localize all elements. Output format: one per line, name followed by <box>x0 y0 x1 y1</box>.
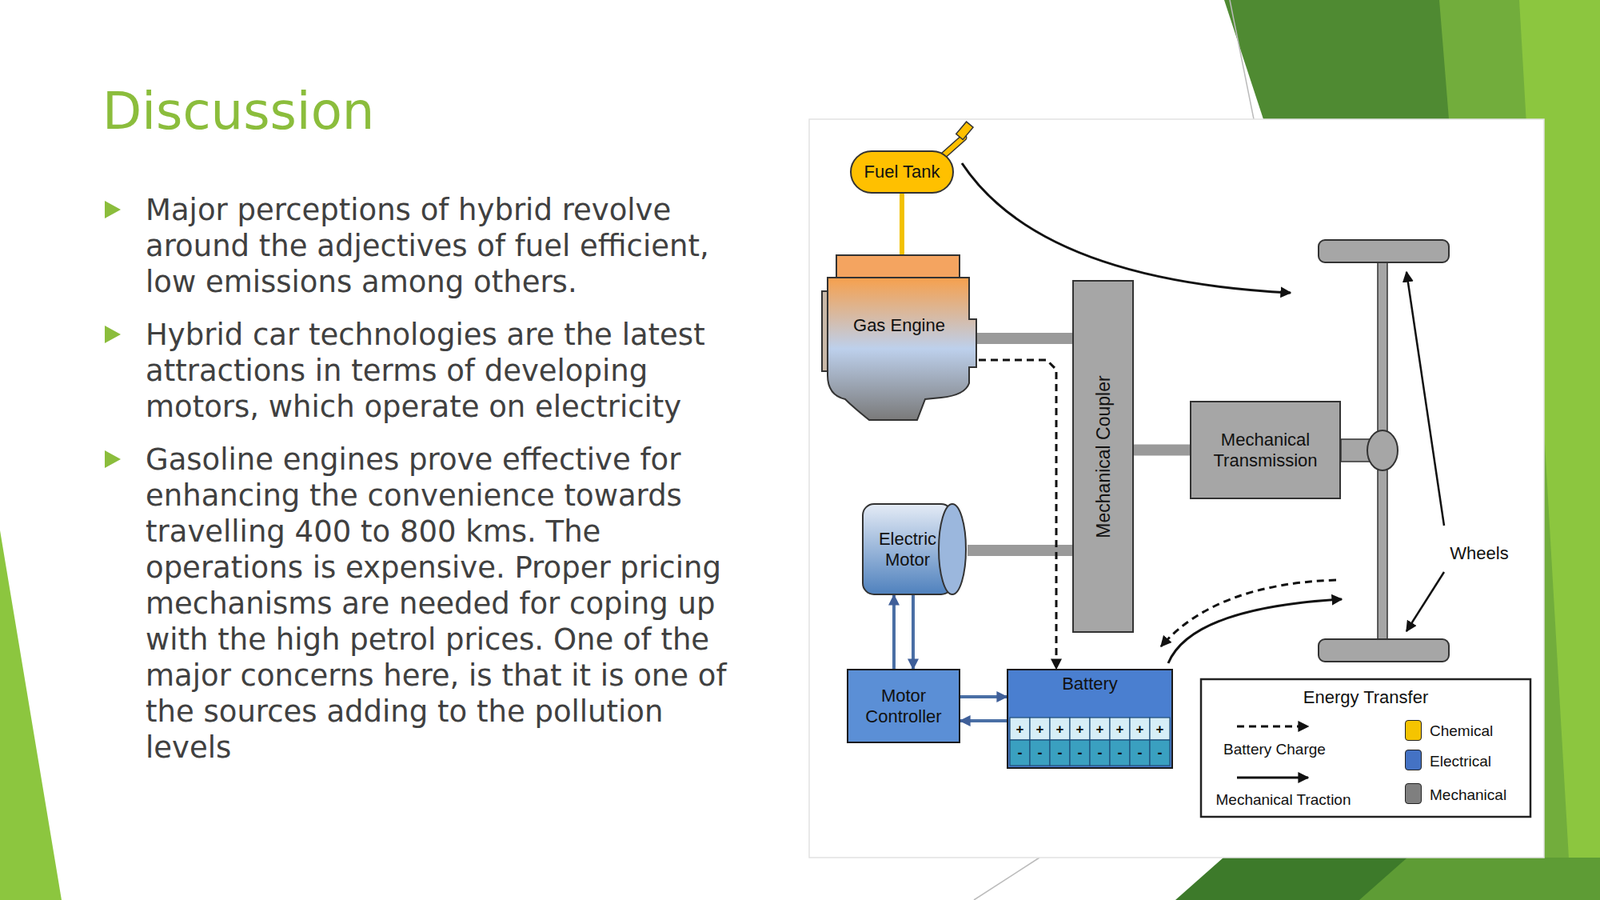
cell-polarity: - <box>1077 745 1083 760</box>
legend-title: Energy Transfer <box>1303 688 1429 707</box>
bullet-text: Gasoline engines prove effective for enh… <box>145 441 746 766</box>
legend-label: Chemical <box>1429 722 1493 739</box>
cell-polarity: + <box>1016 722 1025 736</box>
cell-polarity: + <box>1036 722 1045 736</box>
cell-polarity: + <box>1056 722 1065 736</box>
cell-polarity: + <box>1136 722 1145 736</box>
cell-polarity: + <box>1156 722 1165 736</box>
engine-outline <box>821 255 978 422</box>
battery-pack: Battery <box>1006 668 1174 769</box>
leader-arrow <box>1406 571 1445 631</box>
node-label: Motor Controller <box>848 685 959 727</box>
wheel <box>1318 239 1449 263</box>
bullet-text: Major perceptions of hybrid revolve arou… <box>145 191 746 300</box>
deco-line <box>973 857 1040 900</box>
mechanical-coupler: Mechanical Coupler <box>1072 279 1134 633</box>
wheel <box>1318 638 1449 662</box>
traction-arrow <box>961 163 1291 293</box>
cell-polarity: - <box>1057 745 1063 760</box>
shaft-link <box>967 544 1073 556</box>
legend-label: Battery Charge <box>1223 741 1326 757</box>
deco-shape <box>0 530 62 900</box>
flow-arrow <box>978 359 1057 669</box>
flow-arrow <box>960 718 1007 723</box>
slide-title: Discussion <box>102 83 375 140</box>
cell-polarity: - <box>1017 745 1023 760</box>
cell-polarity: - <box>1157 745 1163 760</box>
cell-polarity: - <box>1117 745 1123 760</box>
cell-polarity: - <box>1097 745 1103 760</box>
differential <box>1367 430 1398 471</box>
shaft-link <box>977 332 1073 344</box>
legend-swatch <box>1404 749 1422 771</box>
legend-box <box>1200 678 1531 817</box>
bullet-marker <box>104 200 121 219</box>
node-label: Battery <box>1061 673 1118 694</box>
flow-arrow <box>960 694 1007 699</box>
legend-swatch <box>1404 719 1422 741</box>
deco-shape <box>1359 857 1600 900</box>
cell-polarity: + <box>1096 722 1105 736</box>
electric-motor: Electric Motor <box>861 502 968 595</box>
gas-engine: Gas Engine <box>821 255 978 422</box>
deco-shape <box>1224 0 1472 120</box>
node-label: Gas Engine <box>853 315 946 336</box>
part-name: Wheels <box>1449 544 1509 563</box>
node-label: Mechanical Coupler <box>1092 375 1114 538</box>
flow-arrow <box>899 193 905 256</box>
bullet-marker <box>104 325 121 344</box>
legend-line-sample <box>1236 725 1309 728</box>
node-label: Fuel Tank <box>864 161 941 182</box>
cell-polarity: - <box>1137 745 1143 760</box>
fuel-tank: Fuel Tank <box>849 150 954 194</box>
leader-arrow <box>1406 271 1445 526</box>
flow-arrow <box>892 594 896 669</box>
fuel-nozzle <box>956 121 974 140</box>
node-label: Electric Motor <box>866 528 949 570</box>
bullet-text: Hybrid car technologies are the latest a… <box>145 316 746 425</box>
shaft-link <box>1133 444 1190 456</box>
deco-line <box>1229 0 1254 120</box>
figure-panel <box>809 119 1545 858</box>
legend-swatch <box>1404 782 1422 804</box>
legend-line-sample <box>1236 776 1309 779</box>
bullet-marker <box>104 450 121 468</box>
motor-controller: Motor Controller <box>846 668 961 743</box>
charge-arrow <box>1161 579 1337 647</box>
traction-arrow <box>1168 598 1342 663</box>
cell-polarity: + <box>1116 722 1125 736</box>
node-label: Mechanical Transmission <box>1191 429 1340 471</box>
legend-label: Electrical <box>1429 753 1492 769</box>
legend-label: Mechanical <box>1429 786 1507 802</box>
transmission-box: Mechanical Transmission <box>1189 400 1341 499</box>
flow-arrow <box>911 594 915 669</box>
legend-label: Mechanical Traction <box>1216 791 1352 807</box>
cell-polarity: - <box>1037 745 1043 760</box>
cell-polarity: + <box>1076 722 1085 736</box>
